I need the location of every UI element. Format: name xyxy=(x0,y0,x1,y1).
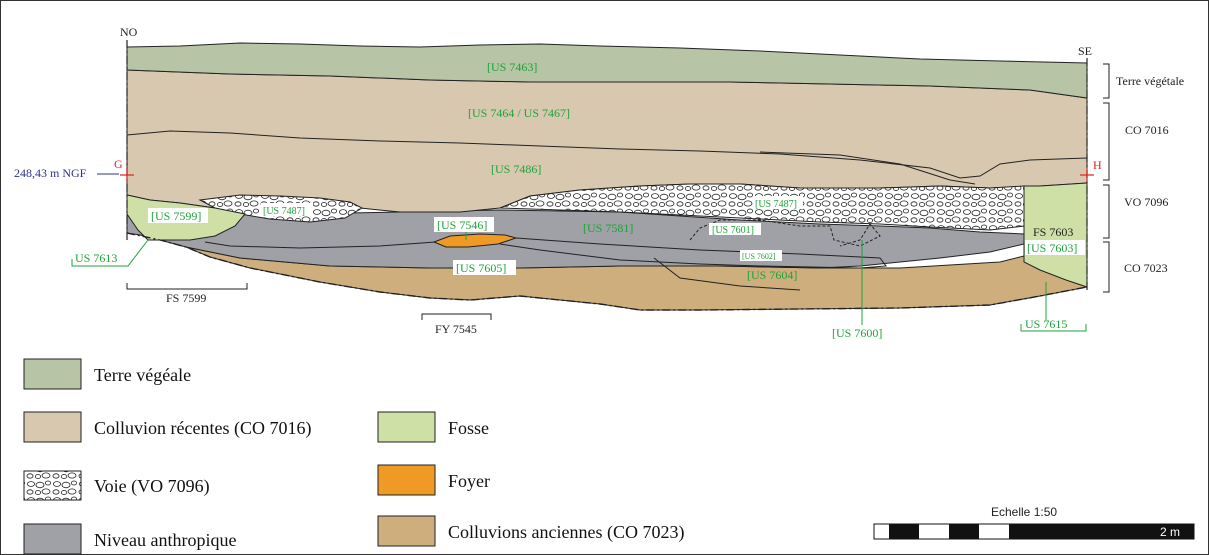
ngf-level-label: 248,43 m NGF xyxy=(14,166,87,180)
label-us7602-bg xyxy=(740,250,782,261)
legend-swatch-niveau-anthropique xyxy=(23,523,82,555)
bracket-terre-label: Terre végétale xyxy=(1116,74,1184,88)
fs7599-bracket xyxy=(126,283,248,290)
bracket-co7016-label: CO 7016 xyxy=(1125,123,1169,137)
point-h-label: H xyxy=(1093,158,1102,172)
label-us7604: [US 7604] xyxy=(747,268,797,282)
label-us7605-bg xyxy=(453,260,516,275)
label-us7615: US 7615 xyxy=(1025,317,1067,331)
label-us7463: [US 7463] xyxy=(487,60,537,74)
layer-us7604-line xyxy=(499,237,887,269)
label-us7581: [US 7581] xyxy=(583,221,633,235)
right-brackets xyxy=(1103,63,1110,293)
legend-fosse-label: Fosse xyxy=(448,418,489,438)
label-us7487b-bg xyxy=(753,196,803,209)
point-g-label: G xyxy=(114,157,123,171)
section-border-bottom xyxy=(126,232,1088,311)
label-us7599-bg xyxy=(148,208,208,223)
label-us7546: [US 7546] xyxy=(437,218,487,232)
label-us7601-bg xyxy=(709,223,761,235)
legend-terre-label: Terre végéale xyxy=(94,365,191,385)
section-layers xyxy=(126,40,1088,311)
label-fy7545: FY 7545 xyxy=(435,322,477,336)
legend-colluvion-recente-label: Colluvion récentes (CO 7016) xyxy=(94,418,311,439)
scale-title: Echelle 1:50 xyxy=(991,505,1057,519)
orientation-right-label: SE xyxy=(1078,44,1092,58)
label-us7487a-bg xyxy=(261,203,313,216)
scale-length: 2 m xyxy=(1160,525,1180,539)
label-us7600: [US 7600] xyxy=(832,326,882,340)
fosse-us7603 xyxy=(1023,182,1088,288)
label-us7605: [US 7605] xyxy=(456,261,506,275)
point-h-marker xyxy=(1080,168,1094,182)
legend-swatch-colluvion-recente xyxy=(23,411,82,443)
layer-us7581-line xyxy=(204,241,437,249)
legend-foyer-label: Foyer xyxy=(448,471,490,491)
legend-swatch-voie xyxy=(23,470,82,501)
us7613-leader xyxy=(71,239,149,267)
boundary-line-2 xyxy=(759,151,976,185)
label-us7613: US 7613 xyxy=(75,251,117,265)
legend-niveau-anthropique-label: Niveau anthropique xyxy=(94,530,236,550)
orientation-left-label: NO xyxy=(120,25,138,39)
label-us7464: [US 7464 / US 7467] xyxy=(468,106,570,120)
legend-colluvions-anciennes-label: Colluvions anciennes (CO 7023) xyxy=(448,522,684,543)
bracket-vo7096-label: VO 7096 xyxy=(1124,195,1168,209)
us7615-bracket xyxy=(1020,324,1087,332)
legend-voie-label: Voie (VO 7096) xyxy=(94,476,210,497)
label-us7603: [US 7603] xyxy=(1027,241,1077,255)
label-us7602: [US 7602] xyxy=(742,252,776,261)
boundary-line-1 xyxy=(126,130,1088,179)
legend-swatch-foyer xyxy=(377,464,436,496)
fy7545-bracket xyxy=(421,313,492,320)
legend-swatch-terre xyxy=(23,358,82,390)
label-us7599: [US 7599] xyxy=(151,209,201,223)
legend: Terre végéale Colluvion récentes (CO 701… xyxy=(23,358,684,555)
us7604-inner-line xyxy=(653,257,801,291)
label-us7487a: [US 7487] xyxy=(263,206,305,217)
label-us7601: [US 7601] xyxy=(712,225,754,236)
bracket-co7023-label: CO 7023 xyxy=(1124,261,1168,275)
label-us7603-bg xyxy=(1025,240,1085,255)
label-us7486: [US 7486] xyxy=(491,162,541,176)
legend-swatch-fosse xyxy=(377,411,436,443)
point-g-marker xyxy=(120,168,134,182)
layer-terre-vegetale xyxy=(126,42,1088,99)
label-fs7599: FS 7599 xyxy=(166,291,206,305)
scale-bar: Echelle 1:50 2 m xyxy=(873,505,1195,540)
label-us7487b: [US 7487] xyxy=(755,199,797,210)
label-us7546-bg xyxy=(434,217,494,232)
label-fs7603: FS 7603 xyxy=(1033,225,1073,239)
legend-swatch-colluvions-anciennes xyxy=(377,515,436,547)
